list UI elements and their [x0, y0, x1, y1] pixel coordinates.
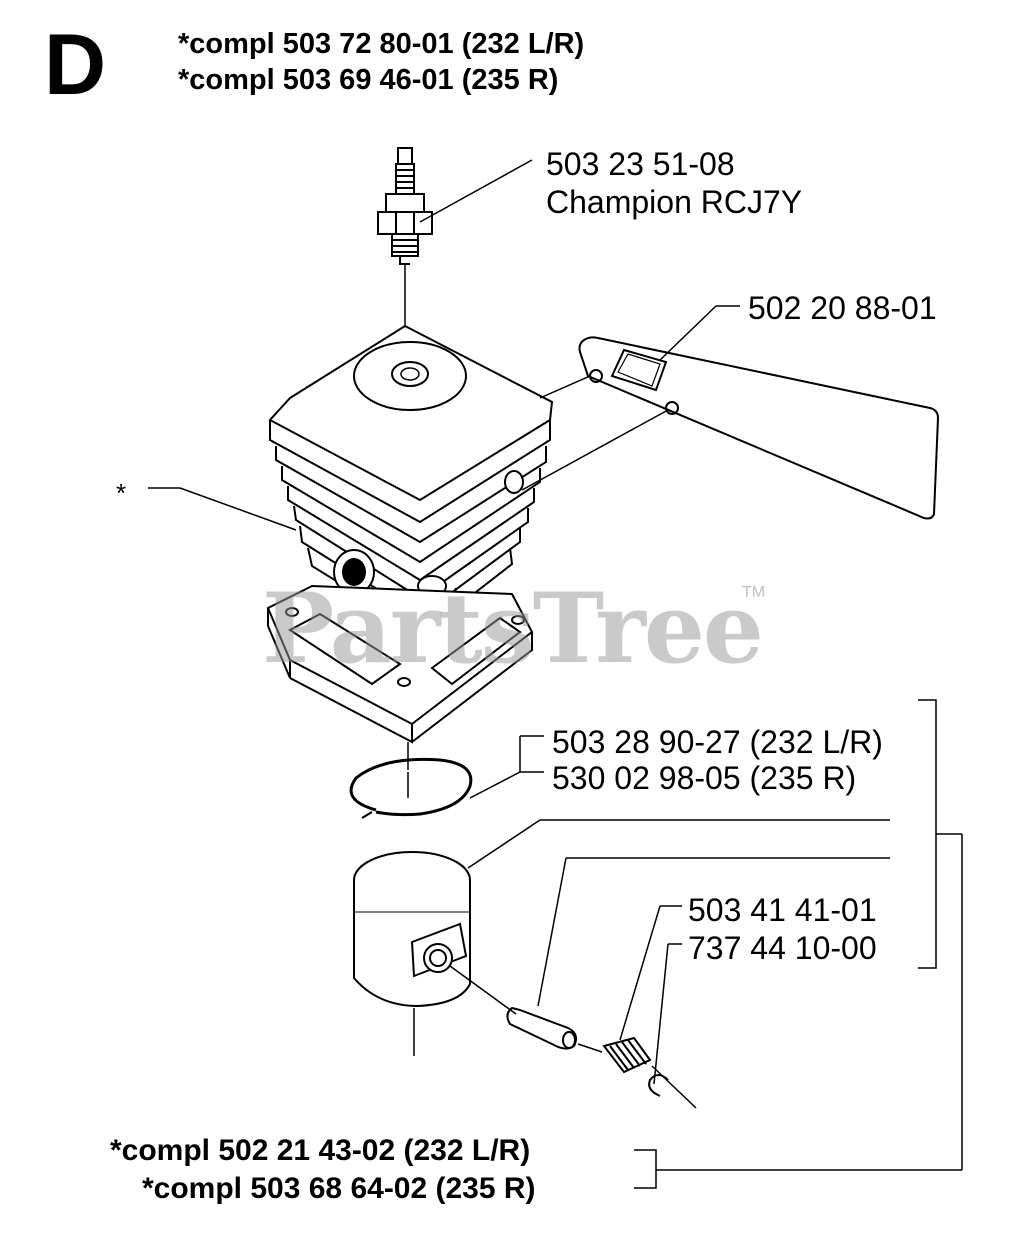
leader-spark-plug — [419, 159, 533, 223]
footer-kit-232: *compl 502 21 43-02 (232 L/R) — [110, 1134, 531, 1167]
cylinder — [266, 324, 554, 744]
piston — [353, 851, 471, 1008]
header-kit-232: *compl 503 72 80-01 (232 L/R) — [178, 28, 585, 60]
label-ring-232: 503 28 90-27 (232 L/R) — [552, 724, 883, 760]
leader-ring — [469, 771, 521, 799]
label-cylinder: * — [116, 478, 127, 508]
exhaust-gasket — [578, 336, 940, 520]
label-ring-235: 530 02 98-05 (235 R) — [552, 760, 857, 796]
label-bearing: 503 41 41-01 — [688, 892, 877, 928]
piston-ring — [349, 757, 473, 819]
label-gasket: 502 20 88-01 — [748, 290, 937, 326]
section-letter: D — [44, 17, 107, 113]
footer-kit-235: *compl 503 68 64-02 (235 R) — [142, 1172, 536, 1205]
watermark-tm: TM — [742, 584, 766, 601]
label-spark-plug-type: Champion RCJ7Y — [546, 184, 803, 220]
label-circlip: 737 44 10-00 — [688, 930, 877, 966]
piston-pin — [506, 1006, 577, 1050]
label-spark-plug-number: 503 23 51-08 — [546, 146, 735, 182]
needle-bearing — [602, 1036, 652, 1074]
leader-gasket — [659, 305, 717, 361]
header-kit-235: *compl 503 69 46-01 (235 R) — [178, 64, 559, 96]
kit-bracket-bottom — [634, 1149, 657, 1189]
kit-bracket-right — [918, 699, 937, 969]
watermark: PartsTree — [262, 572, 764, 685]
spark-plug — [377, 147, 433, 265]
